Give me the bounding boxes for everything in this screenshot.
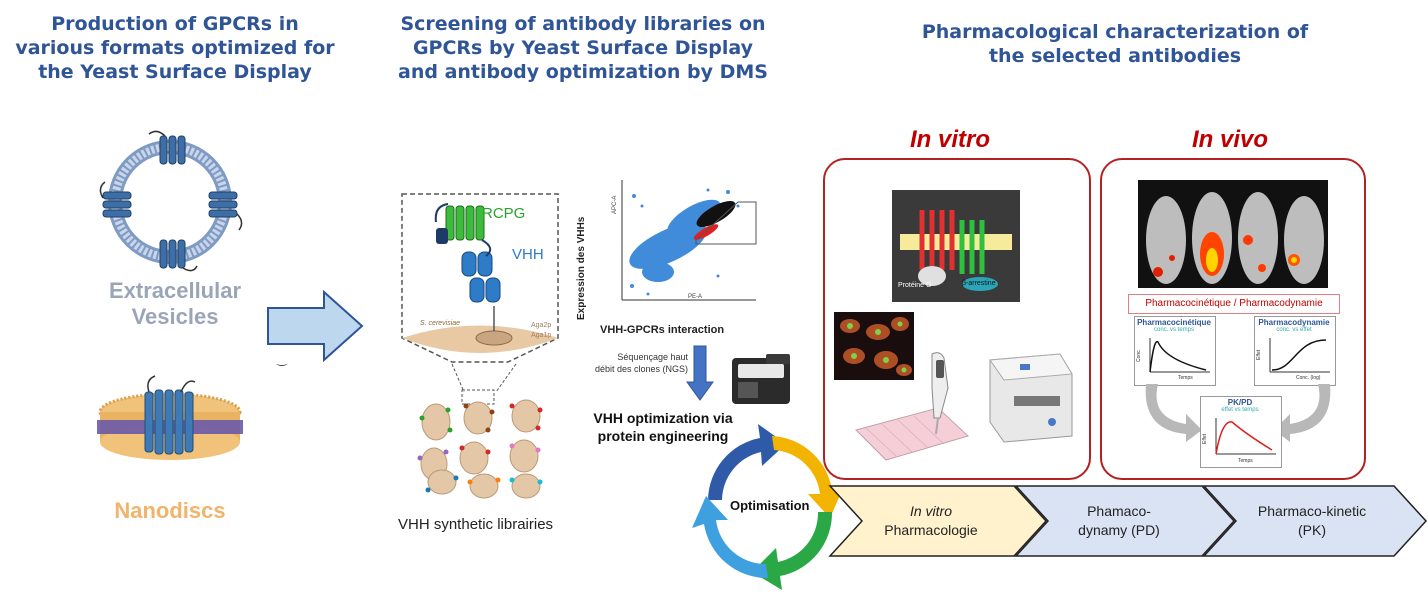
- ngs-down-arrow-icon: [686, 345, 714, 401]
- step1-label-italic: In vitro: [909, 503, 952, 519]
- arrestine-label: β-arrestine: [962, 280, 996, 287]
- ngs-label-line1: Séquençage haut: [617, 352, 688, 362]
- pd-chart-panel: [1254, 316, 1336, 386]
- pk-curve: [1149, 338, 1210, 373]
- pkpd-converge-arrows-icon: [1145, 384, 1331, 442]
- step1-label: Pharmacologie: [884, 522, 978, 538]
- pd-xlabel: Conc. (log): [1296, 375, 1321, 381]
- pipette-plate-illustration: [855, 352, 969, 461]
- vhh-label: VHH: [512, 246, 544, 263]
- pkpd-chart-panel: [1200, 396, 1282, 468]
- pkpd-curve: [1215, 418, 1276, 455]
- yeast-display-illustration: [401, 193, 559, 363]
- pkpd-title: PK/PD: [1227, 398, 1253, 407]
- pk-xlabel: Temps: [1178, 375, 1193, 381]
- step2-label-line1: Phamaco-: [1087, 503, 1151, 519]
- receptor-signaling-illustration: [892, 190, 1020, 302]
- production-title: Production of GPCRs in various formats o…: [15, 13, 335, 83]
- chevron-pd: [1014, 485, 1236, 557]
- in-vitro-title: In vitro: [910, 126, 991, 153]
- process-arrow-icon: [267, 290, 364, 362]
- step2-label-line2: dynamy (PD): [1078, 522, 1160, 538]
- optimisation-label: Optimisation: [730, 498, 810, 513]
- pd-curve: [1269, 338, 1330, 373]
- chevron-pk: [1202, 485, 1428, 557]
- pd-subtitle: conc. vs effet: [1276, 327, 1312, 333]
- libraries-label: VHH synthetic librairies: [398, 516, 554, 533]
- rcpg-label: RCPG: [482, 205, 526, 222]
- facs-xlabel: VHH-GPCRs interaction: [600, 324, 725, 336]
- facs-ylabel-inner: APC-A: [612, 195, 618, 214]
- aga2p-label: Aga2p: [531, 322, 552, 329]
- chevron-in-vitro: [828, 485, 1048, 557]
- facs-scatter-plot: [621, 180, 757, 301]
- facs-ylabel: Expression des VHHs: [576, 216, 587, 320]
- pharmacology-title: Pharmacological characterization of the …: [921, 21, 1309, 67]
- in-vivo-title: In vivo: [1192, 126, 1269, 153]
- nanodiscs-label: Nanodiscs: [114, 498, 226, 523]
- optimization-line1: VHH optimization via: [593, 410, 733, 426]
- pk-subtitle: conc. vs temps: [1153, 327, 1194, 333]
- yeast-library-illustration: [417, 363, 543, 499]
- plate-reader-illustration: [989, 353, 1073, 443]
- step3-label-line2: (PK): [1298, 522, 1326, 538]
- pkpd-xlabel: Temps: [1238, 458, 1253, 464]
- ngs-label-line2: débit des clones (NGS): [594, 364, 688, 374]
- nanodisc-illustration: [97, 375, 243, 460]
- cell-microscopy-image: [834, 312, 914, 380]
- cerevisiae-label: S. cerevisiae: [420, 320, 461, 327]
- in-vivo-imaging-image: [1138, 180, 1328, 288]
- screening-title: Screening of antibody libraries on GPCRs…: [398, 13, 768, 83]
- extracellular-vesicle-illustration: [99, 130, 243, 272]
- pk-ylabel: Conc.: [1136, 348, 1142, 362]
- facs-xlabel-inner: PE-A: [688, 294, 703, 300]
- pkpd-subtitle: effet vs temps: [1221, 407, 1259, 413]
- sequencer-icon: [732, 354, 790, 404]
- optimisation-cycle-icon: [692, 424, 844, 590]
- step3-label-line1: Pharmaco-kinetic: [1257, 503, 1367, 519]
- aga1p-label: Aga1p: [531, 332, 552, 339]
- vesicles-label: Extracellular Vesicles: [108, 278, 242, 329]
- pkpd-ylabel: Effet: [1202, 433, 1208, 444]
- pd-ylabel: Effet: [1256, 349, 1262, 360]
- pk-chart-panel: [1134, 316, 1216, 386]
- proteine-g-label: Protéine G: [898, 282, 932, 289]
- pkpd-header: Pharmacocinétique / Pharmacodynamie: [1128, 294, 1340, 314]
- small-mark: ‿: [277, 352, 287, 366]
- optimization-line2: protein engineering: [597, 428, 729, 444]
- pd-title: Pharmacodynamie: [1258, 318, 1330, 327]
- pk-title: Pharmacocinétique: [1137, 318, 1211, 327]
- pipeline-chevrons: [828, 485, 1428, 557]
